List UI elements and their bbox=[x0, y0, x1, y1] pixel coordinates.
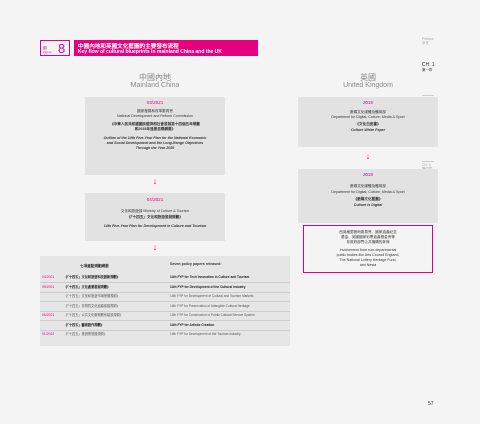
uk-box3-zh-2: 基金、英國國家彩票遺產基金會等 bbox=[341, 235, 395, 239]
uk-box2-date: 2018 bbox=[362, 172, 374, 177]
table-row: 05/2021 《「十四五」文化產業發展規劃》 14th FYP for Devel… bbox=[40, 283, 290, 292]
table-row-en: 14th FYP for Artistic Creation bbox=[170, 322, 215, 327]
table-row-divider bbox=[40, 310, 290, 312]
china-box1-org-zh: 國家發展和改革委員會 bbox=[137, 109, 173, 113]
title-bar: 中國內地和英國文化藍圖的主要發布流程 Key flow of cultural … bbox=[74, 40, 258, 56]
table-row: 《「十四五」文化和旅遊市場發展規劃》 14th FYP for Developme… bbox=[40, 292, 290, 301]
china-box2-org: 文化和旅遊部 Ministry of Culture & Tourism bbox=[120, 209, 190, 213]
china-box-mct: 04/2021 文化和旅遊部 Ministry of Culture & Tou… bbox=[85, 193, 225, 241]
china-box-ndrc: 03/2021 國家發展和改革委員會 National Development … bbox=[85, 97, 225, 175]
table-row-divider bbox=[40, 329, 290, 331]
table-row-date: 01/2022 bbox=[42, 332, 55, 336]
china-box1-plan-zh-2: 和2035年遠景目標綱要》 bbox=[134, 127, 176, 131]
china-heading-en: Mainland China bbox=[130, 82, 180, 89]
table-row-zh: 《「十四五」文化產業發展規劃》 bbox=[64, 284, 111, 289]
table-row-zh: 《「十四五」旅遊業發展規劃》 bbox=[64, 332, 108, 336]
uk-box3-zh-1: 西英格蘭藝術委員會、國家遺產紀念 bbox=[339, 230, 397, 234]
figure-label: Figure bbox=[43, 50, 52, 54]
figure-number: 8 bbox=[58, 41, 66, 56]
nav-ch1[interactable]: CH. 1 第一章 bbox=[422, 62, 435, 72]
arrow-down-icon: ↓ bbox=[365, 151, 371, 161]
table-row-en: 14th FYP for Preservation of Intangible … bbox=[170, 303, 250, 308]
table-row: 《「十四五」非物質文化遺產保護規劃》 14th FYP for Preservat… bbox=[40, 302, 290, 311]
table-row-zh: 《「十四五」藝術創作規劃》 bbox=[64, 322, 104, 327]
table-row-date: 05/2021 bbox=[42, 284, 55, 289]
table-row: 04/2021 《「十四五」文化和旅遊科技創新規劃》 14th FYP for Te… bbox=[40, 273, 290, 282]
uk-box-ndpb: 西英格蘭藝術委員會、國家遺產紀念 基金、英國國家彩票遺產基金會等 非政府部門公共… bbox=[303, 225, 433, 273]
china-box2-date: 04/2021 bbox=[146, 197, 164, 202]
table-row: 01/2022 《「十四五」旅遊業發展規劃》 14th FYP for Develo… bbox=[40, 330, 290, 339]
table-row: 06/2021 《「十四五」公共文化服務體系建設規劃》 14th FYP for C… bbox=[40, 311, 290, 320]
china-box1-org-en: National Development and Reform Commissi… bbox=[117, 114, 193, 118]
uk-box3-zh-3: 非政府部門公共機構的參與 bbox=[346, 240, 390, 244]
uk-box1-plan-en: Culture White Paper bbox=[350, 128, 386, 132]
uk-box3-en-4: and Nesta bbox=[359, 263, 377, 267]
uk-box1-org-en: Department for Digital, Culture, Media &… bbox=[331, 115, 405, 119]
title-zh: 中國內地和英國文化藍圖的主要發布流程 bbox=[78, 43, 179, 50]
table-row-divider bbox=[40, 282, 290, 284]
china-heading-zh: 中國內地 bbox=[139, 73, 171, 82]
table-row-en: 14th FYP for Tech Innovation in Culture … bbox=[170, 275, 250, 279]
figure-label-prefix: 圖 bbox=[43, 46, 47, 50]
plans-table-header-right: Seven policy papers released: bbox=[170, 262, 222, 266]
table-row-date: 06/2021 bbox=[42, 313, 55, 317]
table-row-en: 14th FYP for Development of the Tourism … bbox=[170, 332, 241, 336]
uk-box2-plan-zh: 《數碼文化藍圖》 bbox=[353, 197, 383, 201]
title-en: Key flow of cultural blueprints in mainl… bbox=[78, 48, 222, 55]
arrow-down-icon: ↓ bbox=[152, 242, 158, 252]
plans-table-header-left: 七項重點規劃綱要 bbox=[80, 264, 109, 268]
table-row-zh: 《「十四五」文化和旅遊科技創新規劃》 bbox=[64, 275, 120, 279]
page-number: 57 bbox=[428, 401, 434, 407]
uk-box3-en-1: Involvement from non-departmental bbox=[339, 248, 397, 252]
china-box1-plan-en-1: Outline of the 14th Five-Year Plan for t… bbox=[103, 136, 207, 140]
uk-box-white-paper: 2016 數碼文化媒體及體育部 Department for Digital, … bbox=[298, 97, 438, 147]
china-box1-plan-en-3: Through the Year 2035 bbox=[135, 146, 175, 150]
china-box1-plan-zh-1: 《中華人民共和國國民經濟和社會發展第十四個五年規劃 bbox=[110, 122, 200, 126]
table-row-en: 14th FYP for Development of the Cultural… bbox=[170, 284, 246, 289]
table-row-divider bbox=[40, 301, 290, 303]
nav-divider bbox=[422, 95, 434, 96]
table-row-zh: 《「十四五」文化和旅遊市場發展規劃》 bbox=[64, 294, 120, 298]
uk-box3-en-2: public bodies like Arts Council England, bbox=[336, 253, 400, 257]
nav-preface[interactable]: Preface 序言 bbox=[422, 37, 434, 45]
table-row-zh: 《「十四五」公共文化服務體系建設規劃》 bbox=[64, 313, 123, 317]
uk-heading-en: United Kingdom bbox=[343, 82, 393, 89]
uk-box2-org-en: Department for Digital, Culture, Media &… bbox=[331, 190, 405, 194]
uk-box1-org-zh: 數碼文化媒體及體育部 bbox=[350, 110, 386, 114]
plans-table bbox=[40, 256, 290, 346]
uk-box3-en-3: The National Lottery Heritage Fund, bbox=[339, 258, 397, 262]
uk-heading-zh: 英國 bbox=[360, 73, 376, 82]
china-box2-plan-en: 14th Five-Year Plan for Development in C… bbox=[103, 224, 207, 228]
table-row-en: 14th FYP for Construction of Public Cult… bbox=[170, 313, 255, 317]
table-row-divider bbox=[40, 291, 290, 293]
arrow-down-icon: ↓ bbox=[152, 176, 158, 186]
table-row-divider bbox=[40, 320, 290, 322]
table-row: 《「十四五」藝術創作規劃》 14th FYP for Artistic Creat… bbox=[40, 321, 290, 330]
table-row-zh: 《「十四五」非物質文化遺產保護規劃》 bbox=[64, 303, 120, 308]
table-row-date: 04/2021 bbox=[42, 275, 55, 279]
nav-divider bbox=[422, 161, 434, 162]
uk-box1-plan-zh: 《文化白皮書》 bbox=[355, 122, 381, 126]
china-box2-plan-zh: 《「十四五」文化和旅遊發展規劃》 bbox=[127, 215, 183, 219]
figure-badge: 圖 Figure 8 bbox=[40, 40, 70, 56]
uk-box1-date: 2016 bbox=[362, 100, 374, 105]
uk-box-culture-digital: 2018 數碼文化媒體及體育部 Department for Digital, … bbox=[298, 169, 438, 223]
table-row-en: 14th FYP for Development of Cultural and… bbox=[170, 294, 254, 298]
uk-box2-plan-en: Culture is Digital bbox=[353, 203, 383, 207]
china-box1-plan-en-2: and Social Development and the Long-Rang… bbox=[106, 141, 204, 145]
uk-box2-org-zh: 數碼文化媒體及體育部 bbox=[350, 184, 386, 188]
china-box1-date: 03/2021 bbox=[146, 100, 164, 105]
